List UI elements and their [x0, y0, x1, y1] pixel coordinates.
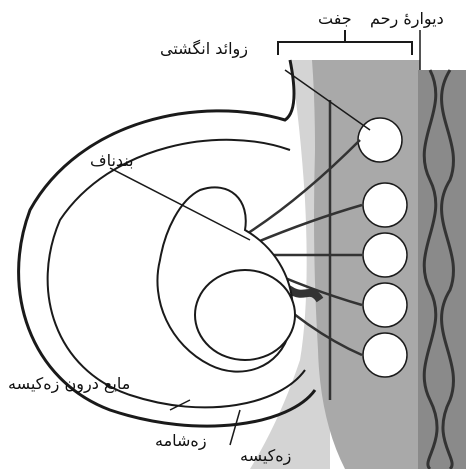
label-umbilical-cord: بندناف — [90, 152, 134, 170]
label-placenta: جفت — [318, 10, 352, 28]
placenta-bracket — [278, 30, 412, 55]
label-chorion: زه‌شامه — [155, 432, 207, 450]
label-amnion: زه‌کیسه — [240, 447, 291, 465]
label-chorionic-villi: زوائد انگشتی — [160, 40, 248, 58]
fetus-head — [195, 270, 295, 360]
label-amniotic-fluid: مایع درون زه‌کیسه — [8, 375, 130, 393]
label-uterine-wall: دیوارۀ رحم — [370, 10, 444, 28]
